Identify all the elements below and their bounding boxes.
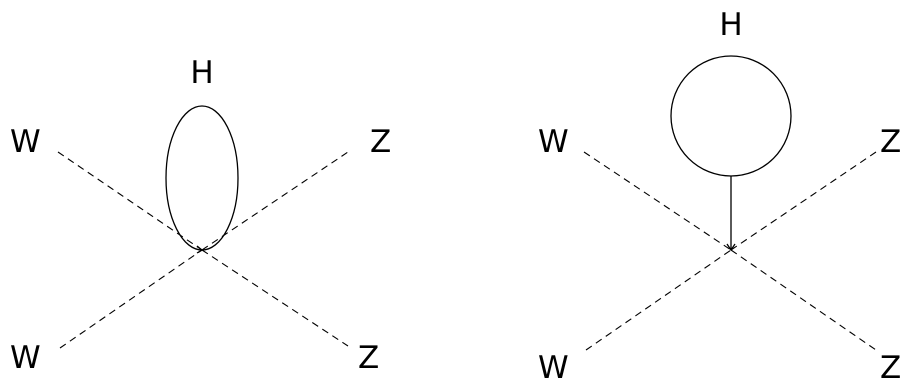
left-w-bottom-dashed-line bbox=[59, 249, 203, 349]
right-top-right-z-label: Z bbox=[880, 124, 901, 160]
right-w-bottom-dashed-line bbox=[585, 249, 732, 351]
right-bottom-left-w-label: W bbox=[538, 350, 569, 386]
left-higgs-label: H bbox=[190, 55, 213, 91]
right-z-bottom-dashed-line bbox=[730, 249, 877, 351]
right-z-top-dashed-line bbox=[730, 151, 877, 251]
left-z-bottom-dashed-line bbox=[201, 249, 349, 347]
left-higgs-loop-arrowhead bbox=[196, 245, 204, 254]
left-top-left-w-label: W bbox=[10, 124, 41, 160]
right-higgs-tadpole-loop bbox=[670, 55, 792, 177]
right-tadpole-arrowhead bbox=[726, 243, 736, 252]
left-z-top-dashed-line bbox=[201, 151, 349, 251]
right-diagram: H W Z W Z bbox=[538, 7, 901, 386]
right-top-left-w-label: W bbox=[538, 124, 569, 160]
left-bottom-right-z-label: Z bbox=[358, 340, 379, 376]
left-diagram: H W Z W Z bbox=[10, 55, 391, 376]
left-w-top-dashed-line bbox=[57, 151, 203, 251]
right-w-top-dashed-line bbox=[583, 151, 732, 251]
left-bottom-left-w-label: W bbox=[10, 340, 41, 376]
left-higgs-loop bbox=[165, 105, 239, 251]
right-higgs-label: H bbox=[719, 7, 742, 43]
right-bottom-right-z-label: Z bbox=[880, 350, 901, 386]
left-top-right-z-label: Z bbox=[370, 124, 391, 160]
